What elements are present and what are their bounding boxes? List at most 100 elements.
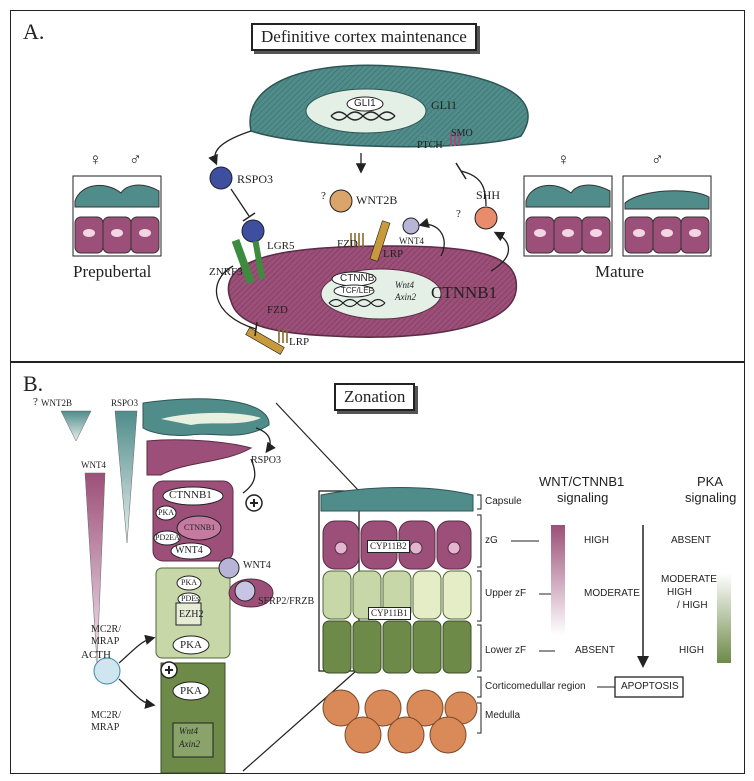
rspo3-gradient [114, 410, 138, 544]
acth-ball [93, 657, 121, 685]
znrf3-bar [231, 238, 255, 284]
pd2ea-label: PD2EA [155, 533, 180, 542]
smo-label: SMO [451, 128, 473, 139]
lrp-top-bar [369, 220, 391, 262]
pka-gradient-bar [717, 573, 731, 663]
axin2-gene-label: Axin2 [179, 739, 200, 749]
ezh2-label: EZH2 [179, 609, 204, 620]
pka-moderate-3: / HIGH [677, 600, 708, 611]
tcf-lef-label: TCF/LEF [341, 286, 374, 295]
mc2r-1-label: MC2R/ [91, 624, 122, 635]
apoptosis-label: APOPTOSIS [621, 681, 679, 692]
gli1-label: GLI1 [431, 98, 457, 112]
medulla-layer [322, 689, 478, 754]
wnt4-side-label: WNT4 [243, 560, 271, 571]
arrow-shh-ptch [460, 170, 487, 207]
ctnnb1-small-label: CTNNB1 [184, 523, 216, 532]
zoom-line-top [275, 402, 360, 492]
rspo3-ball [209, 166, 233, 190]
wnt2b-label: WNT2B [41, 398, 72, 408]
wnt2b-label: WNT2B [356, 193, 398, 207]
wnt4-gene-label: Wnt4 [179, 726, 198, 736]
mrap-2-label: MRAP [91, 722, 120, 733]
arrow-capsule-rspo3 [208, 130, 252, 166]
pka-4-label: PKA [180, 685, 203, 697]
panel-a: A. Definitive cortex maintenance [10, 10, 745, 362]
pka-moderate-2: HIGH [667, 587, 692, 598]
arrow-acth-upper [118, 634, 156, 664]
panel-a-diagram [72, 64, 712, 355]
arrow-acth-lower [118, 678, 156, 709]
panel-b-title: Zonation [334, 383, 416, 411]
lrp-bottom-label: LRP [289, 336, 310, 348]
pka-header-2: signaling [685, 490, 737, 505]
wnt4-gradient [84, 472, 106, 664]
mature-male-tissue [622, 175, 712, 257]
gli1-nucleus-label: GLI1 [354, 98, 376, 109]
pka-absent: ABSENT [671, 535, 712, 546]
pka-high: HIGH [679, 645, 704, 656]
rspo3-label: RSPO3 [111, 398, 139, 408]
panel-b: B. Zonation [10, 362, 745, 774]
wnt4-label: WNT4 [399, 236, 424, 246]
rspo3-label: RSPO3 [237, 172, 274, 186]
shh-ball [474, 206, 498, 230]
zone-lower-zf: Lower zF [485, 645, 527, 656]
panel-a-label: A. [23, 19, 45, 44]
panel-b-diagram [60, 398, 731, 774]
cyp11b1-label: CYP11B1 [368, 607, 411, 620]
cyp11b2-label: CYP11B2 [367, 540, 410, 553]
shh-label: SHH [476, 188, 501, 202]
ptch-label: PTCH [417, 140, 443, 151]
lrp-top-label: LRP [383, 248, 404, 260]
pde-label: PDEs [181, 594, 200, 603]
pka-3-label: PKA [180, 639, 203, 651]
wnt4-question: ? [456, 208, 461, 220]
wnt-gradient-bar [551, 525, 565, 635]
fzd-bottom [278, 329, 288, 343]
wnt-absent: ABSENT [575, 645, 616, 656]
zone-capsule: Capsule [485, 496, 522, 507]
arrow-cortex-shh [490, 231, 510, 272]
wnt4-box-label: WNT4 [175, 545, 203, 556]
fzd-bottom-label: FZD [267, 304, 288, 316]
wnt2b-ball [329, 189, 353, 213]
capsule-layer [320, 487, 474, 512]
arrow-cortex-wnt4 [418, 217, 445, 257]
mature-label: Mature [595, 262, 645, 281]
mrap-1-label: MRAP [91, 636, 120, 647]
male-symbol-left: ♂ [129, 150, 142, 169]
ctnnb1-label: CTNNB1 [431, 283, 498, 302]
apoptosis-box [614, 676, 684, 698]
lgr5-label: LGR5 [267, 240, 295, 252]
zoom-line-bottom [242, 670, 357, 772]
wnt2b-question: ? [33, 396, 38, 408]
pka-moderate-1: MODERATE [661, 574, 717, 585]
wnt2b-gradient [60, 410, 92, 442]
wnt4-ball [402, 217, 420, 235]
female-symbol-right: ♀ [557, 150, 570, 169]
inhibit-rspo3-lgr5 [230, 188, 250, 217]
inhibit-znrf3-fzd [215, 265, 257, 330]
prepubertal-tissue [72, 175, 162, 257]
ctnnb-nucleus-label: CTNNB [340, 273, 375, 284]
ctnnb1-label: CTNNB1 [169, 489, 212, 501]
arrow-capsule-rspo3 [255, 427, 276, 454]
pka-header-1: PKA [697, 474, 724, 489]
acth-label: ACTH [81, 649, 111, 661]
smo-receptor [450, 132, 460, 146]
zone-medulla: Medulla [485, 710, 521, 721]
panel-b-label: B. [23, 371, 44, 396]
pka-2-label: PKA [181, 578, 198, 587]
znrf3-label: ZNRF3 [209, 266, 243, 278]
zone-zg: zG [485, 535, 498, 546]
wnt4-gene-label: Wnt4 [395, 280, 414, 290]
panel-a-title: Definitive cortex maintenance [251, 23, 477, 51]
sfrp2-label: SFRP2/FRZB [258, 596, 315, 607]
wnt-header-1: WNT/CTNNB1 [539, 474, 625, 489]
mature-female-tissue [523, 175, 613, 257]
fzd-top-label: FZD [337, 238, 358, 250]
fzd-top [350, 233, 364, 247]
rspo3-receptor-label: RSPO3 [251, 455, 282, 466]
zone-corticomedullar: Corticomedullar region [485, 681, 586, 692]
